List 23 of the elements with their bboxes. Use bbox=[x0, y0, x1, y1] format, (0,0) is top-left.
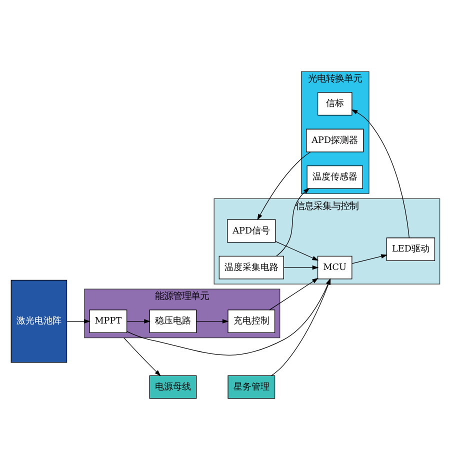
node-box: 信标 bbox=[317, 92, 352, 116]
node-box: 星务管理 bbox=[228, 374, 276, 398]
arrow bbox=[351, 108, 410, 238]
arrow bbox=[126, 318, 150, 324]
node-box: 充电控制 bbox=[228, 309, 276, 333]
arrow bbox=[284, 264, 319, 270]
arrow bbox=[275, 240, 319, 260]
node-box: MCU bbox=[317, 255, 352, 279]
node-box: 稳压电路 bbox=[149, 309, 197, 333]
arrow bbox=[352, 254, 388, 264]
node-box: 温度采集电路 bbox=[218, 255, 284, 279]
arrow bbox=[124, 336, 161, 376]
arrow bbox=[196, 318, 229, 324]
node-box: APD信号 bbox=[227, 218, 276, 242]
arrow bbox=[276, 187, 310, 256]
node-box: APD探测器 bbox=[306, 128, 364, 152]
node-box: MPPT bbox=[89, 309, 128, 333]
node-box: LED驱动 bbox=[386, 237, 436, 260]
arrow bbox=[66, 318, 90, 324]
node-box: 温度传感器 bbox=[306, 164, 363, 188]
arrow bbox=[257, 151, 311, 220]
node-box: 激光电池阵 bbox=[10, 279, 68, 362]
node-box: 电源母线 bbox=[149, 374, 197, 398]
